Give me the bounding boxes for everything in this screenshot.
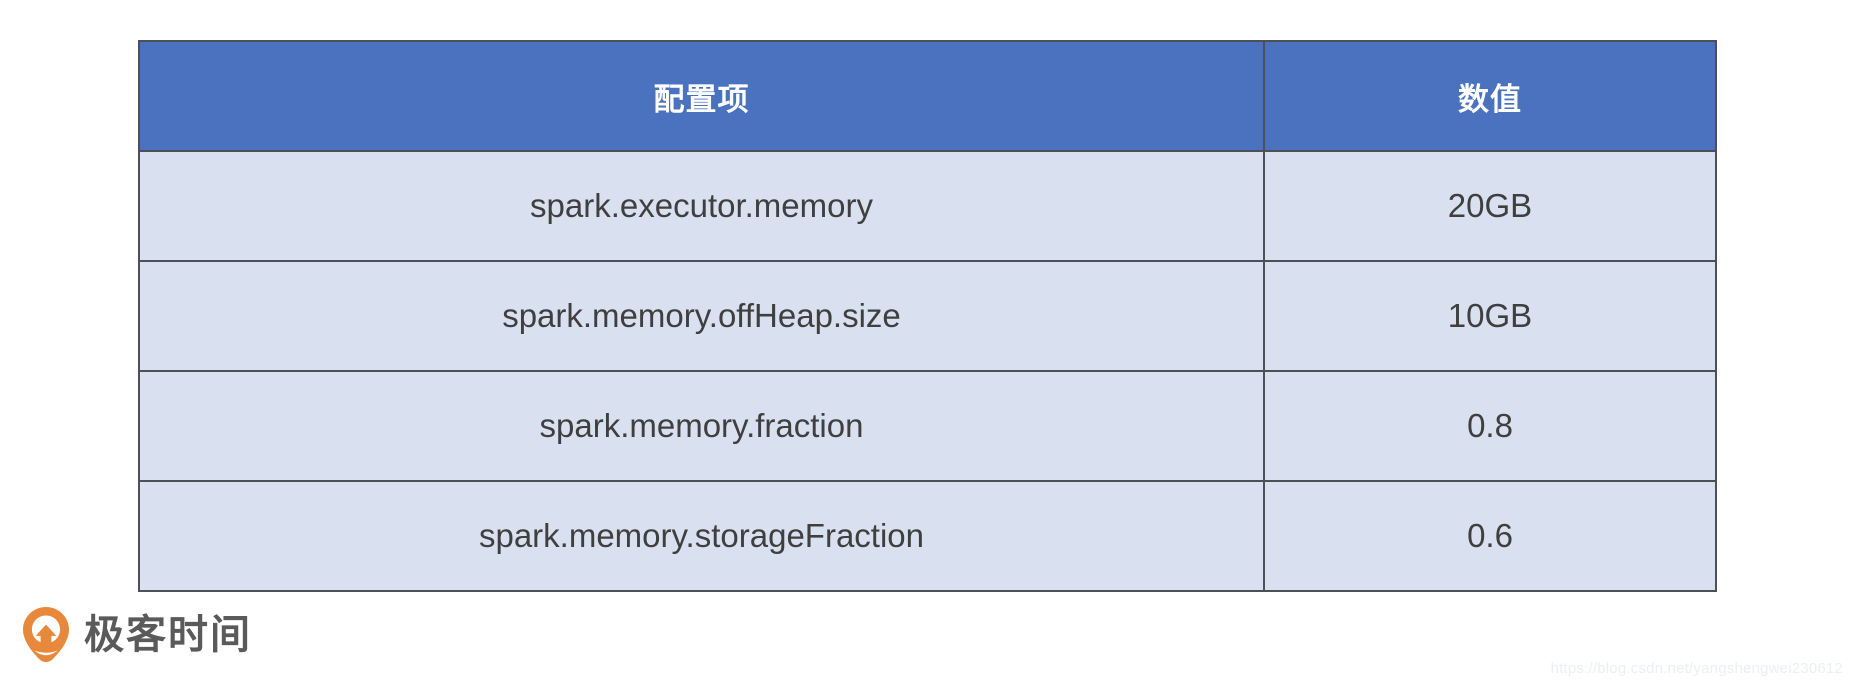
table-header: 配置项 数值 [138, 40, 1717, 152]
table-row: spark.memory.storageFraction 0.6 [138, 480, 1717, 592]
config-key-cell: spark.memory.offHeap.size [138, 260, 1265, 372]
geektime-pin-icon [22, 606, 70, 664]
spark-memory-config-table: 配置项 数值 spark.executor.memory 20GB spark.… [138, 40, 1717, 592]
brand-name: 极客时间 [84, 612, 252, 658]
config-key-cell: spark.memory.storageFraction [138, 480, 1265, 592]
brand-logo: 极客时间 [22, 606, 252, 664]
config-value-cell: 10GB [1263, 260, 1717, 372]
table-row: spark.memory.fraction 0.8 [138, 370, 1717, 482]
table-body: spark.executor.memory 20GB spark.memory.… [138, 150, 1717, 592]
config-value-cell: 20GB [1263, 150, 1717, 262]
config-value-cell: 0.6 [1263, 480, 1717, 592]
table-header-row: 配置项 数值 [138, 40, 1717, 152]
config-value-cell: 0.8 [1263, 370, 1717, 482]
config-key-cell: spark.executor.memory [138, 150, 1265, 262]
column-header-config-key: 配置项 [138, 40, 1265, 152]
csdn-watermark: https://blog.csdn.net/yangshengwei230612 [1550, 660, 1843, 677]
column-header-value: 数值 [1263, 40, 1717, 152]
table-row: spark.memory.offHeap.size 10GB [138, 260, 1717, 372]
config-key-cell: spark.memory.fraction [138, 370, 1265, 482]
table-row: spark.executor.memory 20GB [138, 150, 1717, 262]
